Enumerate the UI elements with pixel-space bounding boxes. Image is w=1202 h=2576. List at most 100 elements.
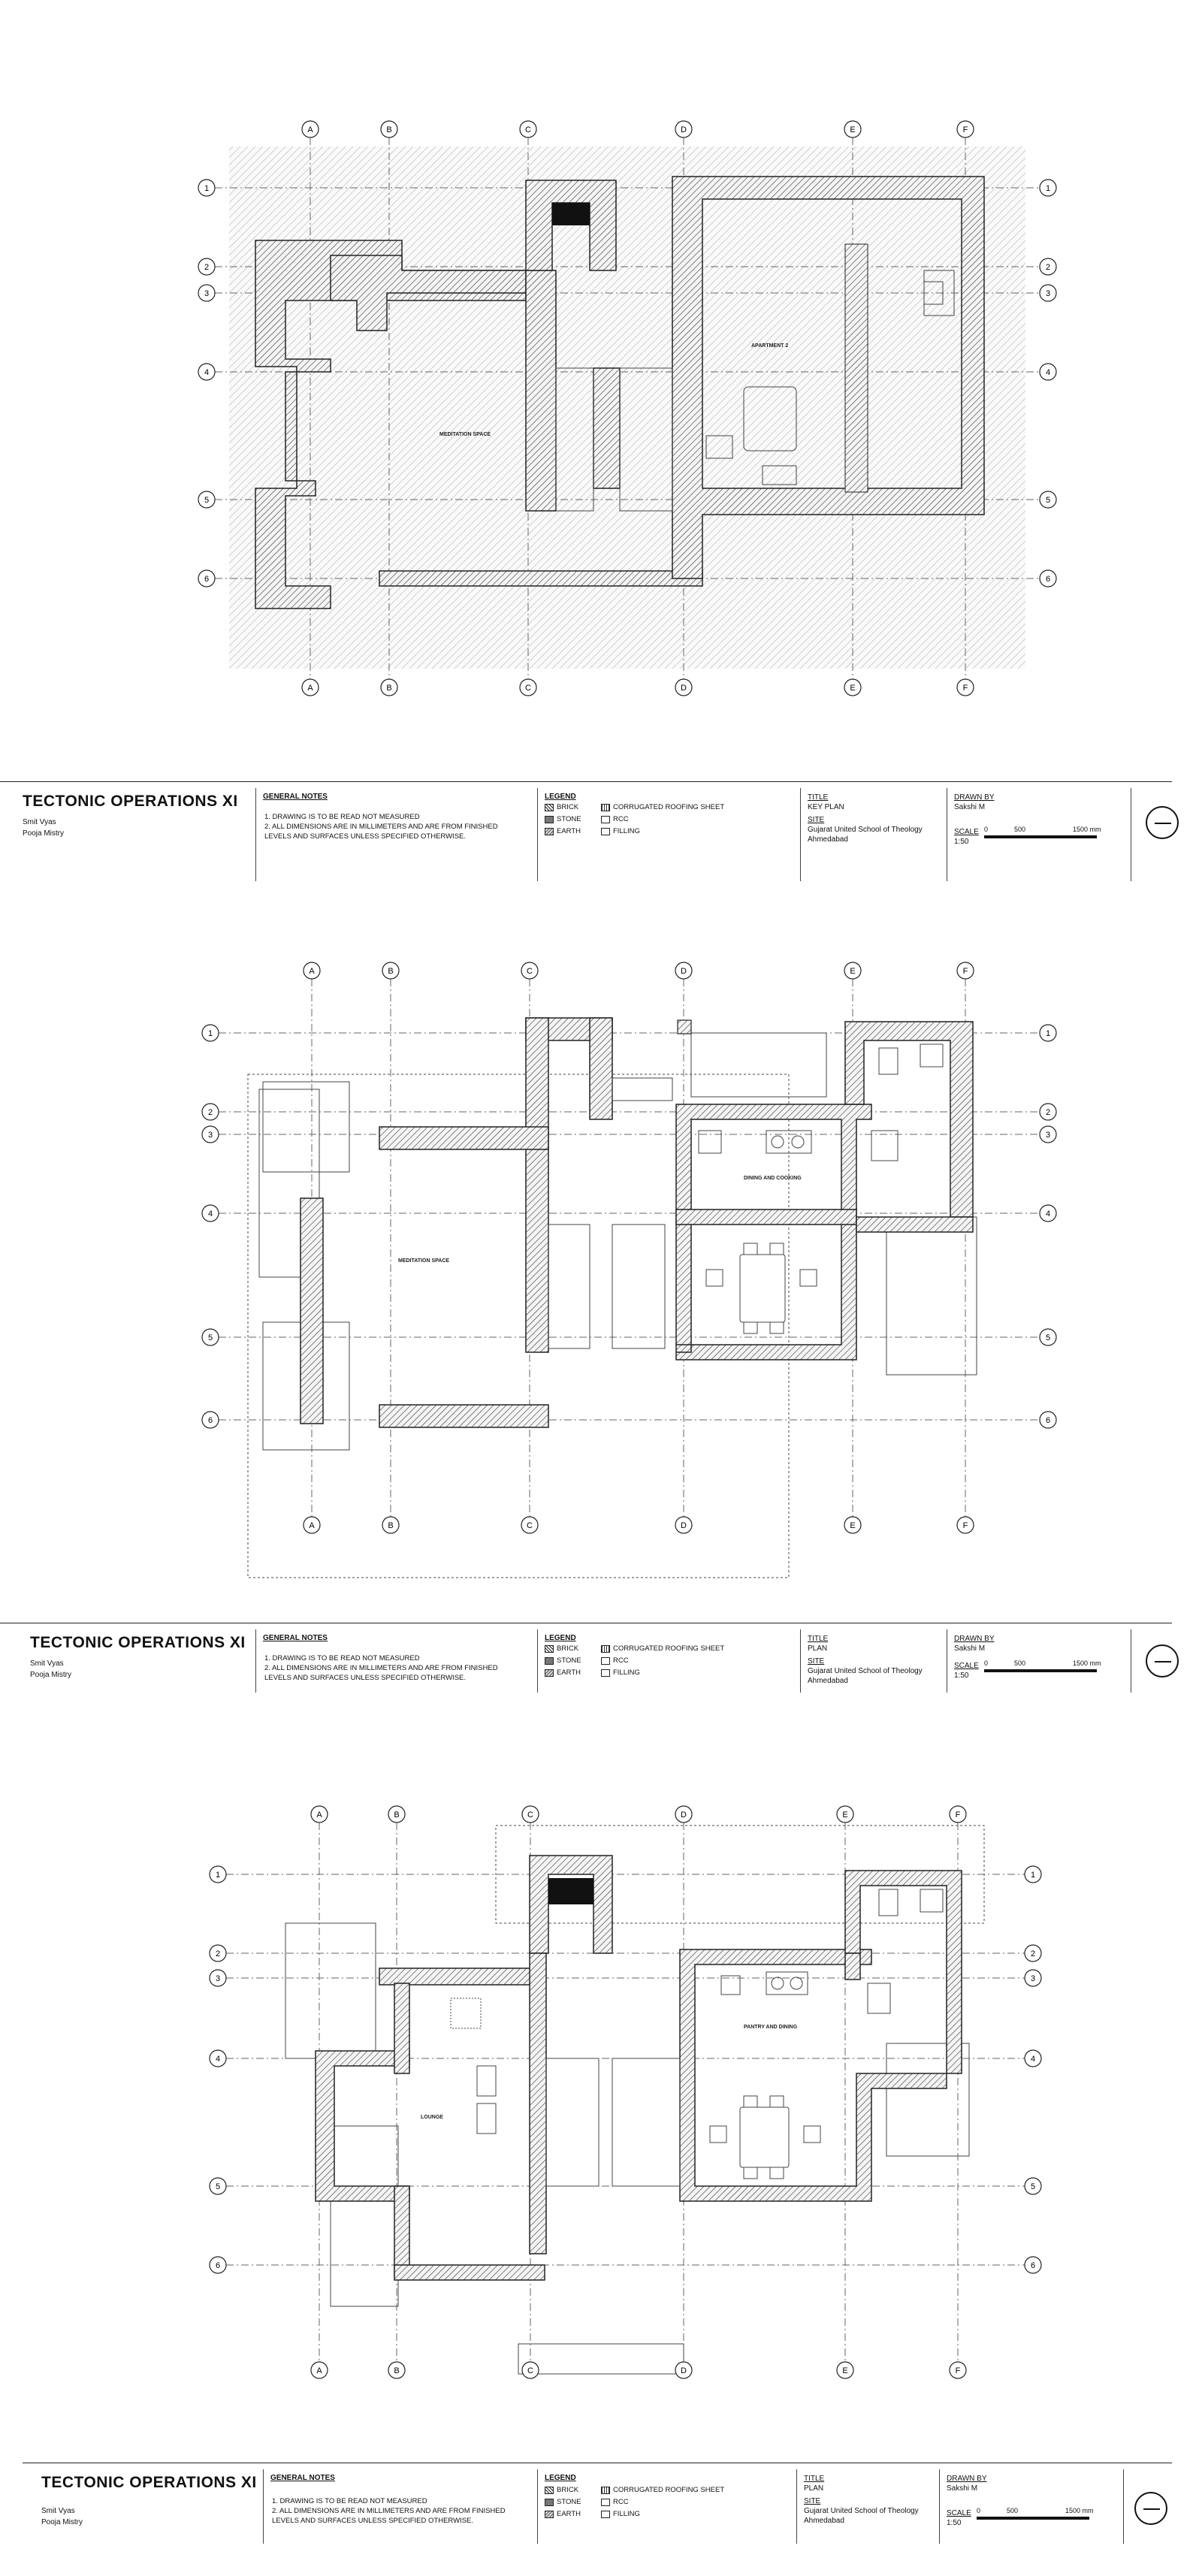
grid-label: A [309,967,315,976]
legend-label: STONE [557,2498,581,2506]
grid-label: 3 [1031,1974,1035,1983]
wall-east-room [856,1216,974,1233]
scale-bar: 0 500 1500 mm [984,1659,1112,1673]
rcc-swatch-icon [601,2498,610,2506]
title-block: TECTONIC OPERATIONS XI Smit Vyas Pooja M… [0,1623,1179,1699]
grid-bubble-4: 4 [201,1204,219,1222]
project-title: TECTONIC OPERATIONS XI [30,1634,246,1651]
roofing-sheet-swatch-icon [601,1644,610,1653]
scale-tick: 0 [984,1659,989,1667]
grid-label: 5 [1031,2182,1035,2191]
note: 2. ALL DIMENSIONS ARE IN MILLIMETERS AND… [264,823,498,841]
grid-bubble-3: 3 [1039,1125,1057,1143]
scale-label: SCALE [947,2509,971,2517]
grid-bubble-1: 1 [1039,1024,1057,1042]
scale-field: SCALE 1:50 [954,827,979,847]
grid-bubble-5: 5 [201,1328,219,1346]
site-label: SITE [808,816,825,824]
grid-bubble-d: D [675,678,693,696]
grid-label: D [681,2366,687,2375]
project-title: TECTONIC OPERATIONS XI [23,793,238,810]
scale-value: 1:50 [947,2519,962,2527]
scale-label: SCALE [954,1662,979,1670]
grid-bubble-5: 5 [1039,491,1057,509]
north-arrow-icon [1146,806,1179,839]
grid-label: 6 [1046,1416,1050,1425]
floor-plan-drawing: MEDITATION SPACE DINING AND COOKING AABB… [201,962,1057,1578]
legend-label: EARTH [557,1669,581,1677]
grid-label: 6 [216,2261,220,2270]
walls [315,1855,962,2281]
grid-label: A [316,2366,322,2375]
wall-west [300,1197,324,1424]
grid-label: B [388,1521,393,1530]
scale-field: SCALE 1:50 [947,2508,971,2528]
authors: Smit Vyas Pooja Mistry [23,817,64,839]
grid-label: 3 [1046,1131,1050,1140]
author: Smit Vyas [30,1659,64,1668]
grid-label: 1 [208,1029,213,1038]
grid-bubble-f: F [949,1805,967,1823]
filling-swatch-icon [601,827,610,835]
grid-bubble-4: 4 [1039,363,1057,381]
grid-label: C [527,967,533,976]
legend-label: RCC [613,1656,629,1665]
general-notes: 1. DRAWING IS TO BE READ NOT MEASURED 2.… [272,2496,520,2526]
grid-bubble-b: B [382,1516,400,1534]
grid-bubble-4: 4 [209,2049,227,2067]
divider [263,2469,264,2544]
grid-label: B [394,2366,399,2375]
legend: BRICK STONE EARTH CORRUGATED ROOFING SHE… [545,2486,800,2531]
grid-label: D [681,1521,687,1530]
grid-label: C [525,684,531,693]
north-arrow-icon [1134,2492,1167,2525]
grid-label: A [309,1521,315,1530]
wall-toilet [844,1021,974,1218]
grid-label: E [850,684,855,693]
grid-bubble-3: 3 [1024,1969,1042,1987]
wall-pantry-inner [844,1952,861,1980]
wall-lounge-east [529,1952,547,2254]
drawing-sheet-plan-1: MEDITATION SPACE DINING AND COOKING A A B B… [0,834,1202,1698]
wall-stair-west [525,1017,549,1353]
legend-label: BRICK [557,803,579,811]
legend: BRICK STONE EARTH CORRUGATED ROOFING SHE… [545,1644,800,1690]
scale-bar: 0 500 1500 mm [977,2507,1104,2520]
legend-label: CORRUGATED ROOFING SHEET [613,1644,725,1653]
walls [255,176,985,609]
grid-bubble-c: C [521,1805,539,1823]
grid-bubble-2: 2 [209,1944,227,1962]
grid-label: A [316,1810,322,1820]
grid-label: 6 [1046,575,1050,584]
grid-bubble-4: 4 [1024,2049,1042,2067]
drawn-by-field: DRAWN BY Sakshi M [954,1634,995,1653]
grid-bubble-1: 1 [198,179,216,197]
drawn-by-value: Sakshi M [954,803,986,811]
filling-swatch-icon [601,2510,610,2518]
grid-bubble-f: F [956,1516,974,1534]
legend-label: FILLING [613,2510,640,2518]
grid-bubble-c: C [521,962,539,980]
grid-label: 4 [1046,368,1050,377]
scale-field: SCALE 1:50 [954,1661,979,1681]
room-label: DINING AND COOKING [744,1176,802,1181]
roofing-sheet-swatch-icon [601,803,610,811]
title-block: TECTONIC OPERATIONS XI Smit Vyas Pooja M… [0,781,1179,887]
grid-bubble-b: B [380,120,398,138]
site-field: SITE Gujarat United School of Theology A… [804,2496,919,2526]
wall-central-east [525,270,557,512]
room-label: MEDITATION SPACE [398,1258,449,1264]
grid-label: E [842,1810,847,1820]
legend-label: RCC [613,2498,629,2506]
filling-swatch-icon [601,1669,610,1677]
grid-label: 4 [204,368,209,377]
scale-label: SCALE [954,828,979,836]
divider [255,788,256,881]
title-value: PLAN [808,1644,828,1653]
grid-label: 2 [1046,1108,1050,1117]
grid-label: D [681,967,687,976]
divider [800,1629,801,1693]
divider [939,2469,940,2544]
note: 1. DRAWING IS TO BE READ NOT MEASURED [264,1654,420,1662]
